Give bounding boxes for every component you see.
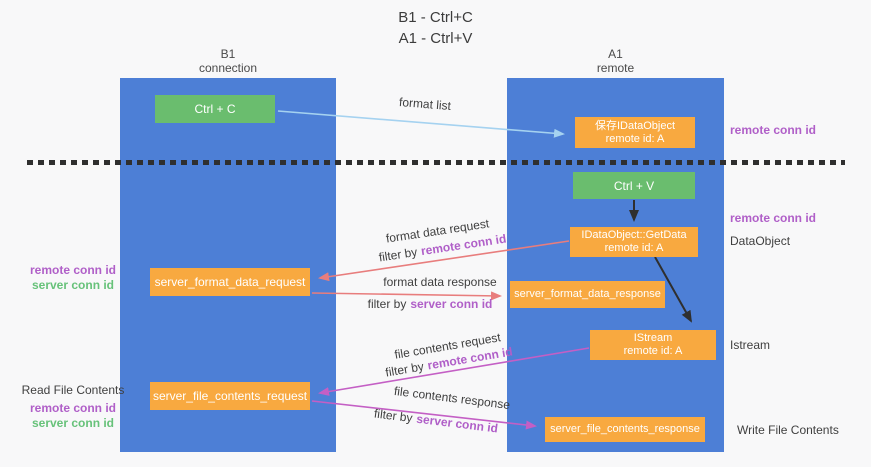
node-save-idataobject-line2: remote id: A: [605, 132, 665, 145]
column-a1-subtitle: remote: [596, 61, 635, 75]
column-b1-name: B1: [220, 47, 236, 61]
side-label-dataobject: DataObject: [730, 234, 791, 248]
left-bottom-remote-conn-id: remote conn id: [29, 401, 116, 415]
node-server-file-contents-request: server_file_contents_request: [150, 382, 310, 410]
label-format-data-response: format data response: [383, 275, 497, 289]
node-idataobject-getdata: IDataObject::GetData remote id: A: [570, 227, 698, 257]
node-ctrl-c: Ctrl + C: [155, 95, 275, 123]
arrow-format-data-request: [318, 240, 570, 282]
node-server-format-data-request: server_format_data_request: [150, 268, 310, 296]
side-label-remote-conn-id-top: remote conn id: [730, 123, 817, 137]
node-save-idataobject-line1: 保存IDataObject: [594, 119, 676, 132]
node-format-response-label: server_format_data_response: [514, 288, 661, 300]
node-ctrl-v-label: Ctrl + V: [613, 178, 655, 193]
side-label-istream: Istream: [730, 338, 771, 352]
arrow-getdata-to-istream: [654, 256, 692, 323]
node-istream-line1: IStream: [633, 332, 673, 344]
node-ctrl-v: Ctrl + V: [573, 172, 695, 199]
arrow-format-data-response: [311, 291, 502, 301]
session-divider-dashed-line: [27, 160, 845, 165]
arrow-file-contents-response: [311, 400, 537, 430]
column-header-b1: B1 connection: [120, 47, 336, 75]
node-getdata-line1: IDataObject::GetData: [581, 229, 687, 241]
node-save-idataobject: 保存IDataObject remote id: A: [575, 117, 695, 148]
left-mid-remote-conn-id: remote conn id: [29, 263, 116, 277]
column-header-a1: A1 remote: [507, 47, 724, 75]
node-istream: IStream remote id: A: [590, 330, 716, 360]
side-label-read-file-contents-block: Read File Contents remote conn id server…: [16, 383, 130, 431]
title-line-1: B1 - Ctrl+C: [398, 9, 473, 26]
column-b1-subtitle: connection: [198, 61, 258, 75]
server-conn-id-text: server conn id: [410, 297, 493, 311]
filter-by-text: filter by: [367, 297, 407, 311]
arrow-format-list: [277, 110, 565, 138]
node-getdata-line2: remote id: A: [604, 242, 664, 254]
node-server-file-contents-response: server_file_contents_response: [545, 417, 705, 442]
read-file-contents-text: Read File Contents: [21, 383, 125, 397]
side-label-remote-conn-id-mid: remote conn id: [730, 211, 817, 225]
diagram-title: B1 - Ctrl+C A1 - Ctrl+V: [0, 7, 871, 49]
column-a1-name: A1: [608, 47, 623, 61]
side-label-write-file-contents: Write File Contents: [737, 423, 839, 437]
node-file-request-label: server_file_contents_request: [152, 389, 308, 403]
node-istream-line2: remote id: A: [623, 345, 683, 357]
side-label-left-mid-conn-ids: remote conn id server conn id: [18, 263, 128, 293]
arrow-file-contents-request: [318, 347, 590, 396]
left-bottom-server-conn-id: server conn id: [31, 416, 115, 430]
title-line-2: A1 - Ctrl+V: [398, 30, 473, 47]
node-server-format-data-response: server_format_data_response: [510, 281, 665, 308]
left-mid-server-conn-id: server conn id: [31, 278, 115, 292]
node-file-response-label: server_file_contents_response: [550, 423, 700, 435]
node-format-request-label: server_format_data_request: [154, 275, 306, 289]
node-ctrl-c-label: Ctrl + C: [194, 102, 236, 116]
